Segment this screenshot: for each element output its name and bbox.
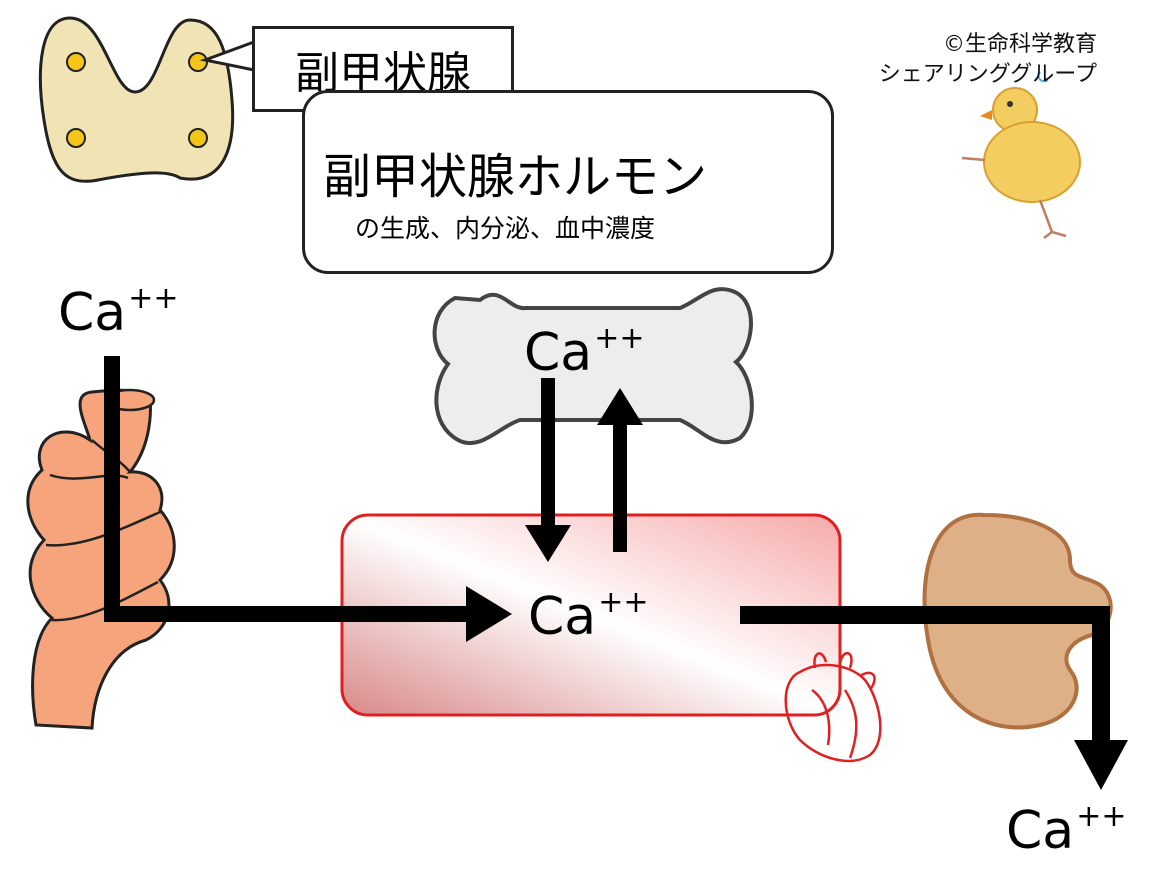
hormone-subtitle: の生成、内分泌、血中濃度 (355, 214, 656, 243)
calcium-charge: ++ (128, 281, 179, 316)
calcium-symbol: Ca (524, 323, 593, 383)
copyright-line-2: シェアリンググループ (878, 61, 1097, 87)
bone-icon (432, 287, 754, 446)
chick-icon (961, 71, 1081, 239)
flow-arrows (104, 356, 1128, 790)
hormone-box: 副甲状腺ホルモン の生成、内分泌、血中濃度 (302, 90, 834, 274)
copyright-line-1: ©生命科学教育 (942, 32, 1097, 57)
calcium-label-bone: Ca++ (524, 321, 645, 380)
copyright-notice: ©生命科学教育 シェアリンググループ (879, 30, 1097, 89)
hormone-title: 副甲状腺ホルモン (323, 149, 708, 205)
calcium-symbol: Ca (1006, 801, 1075, 861)
parathyroid-gland-icon (38, 16, 235, 183)
calcium-charge: ++ (1076, 799, 1127, 834)
blood-to-bone-arrow (597, 388, 643, 552)
calcium-symbol: Ca (528, 587, 597, 647)
bone-to-blood-arrow (525, 378, 571, 562)
intestine-icon (26, 388, 176, 730)
calcium-symbol: Ca (58, 283, 127, 343)
calcium-charge: ++ (598, 585, 649, 620)
calcium-label-blood: Ca++ (528, 585, 649, 644)
heart-icon (784, 652, 882, 763)
calcium-label-intake: Ca++ (58, 281, 179, 340)
calcium-charge: ++ (594, 321, 645, 356)
intestine-to-blood-arrow (104, 356, 512, 642)
calcium-label-excreted: Ca++ (1006, 799, 1127, 858)
